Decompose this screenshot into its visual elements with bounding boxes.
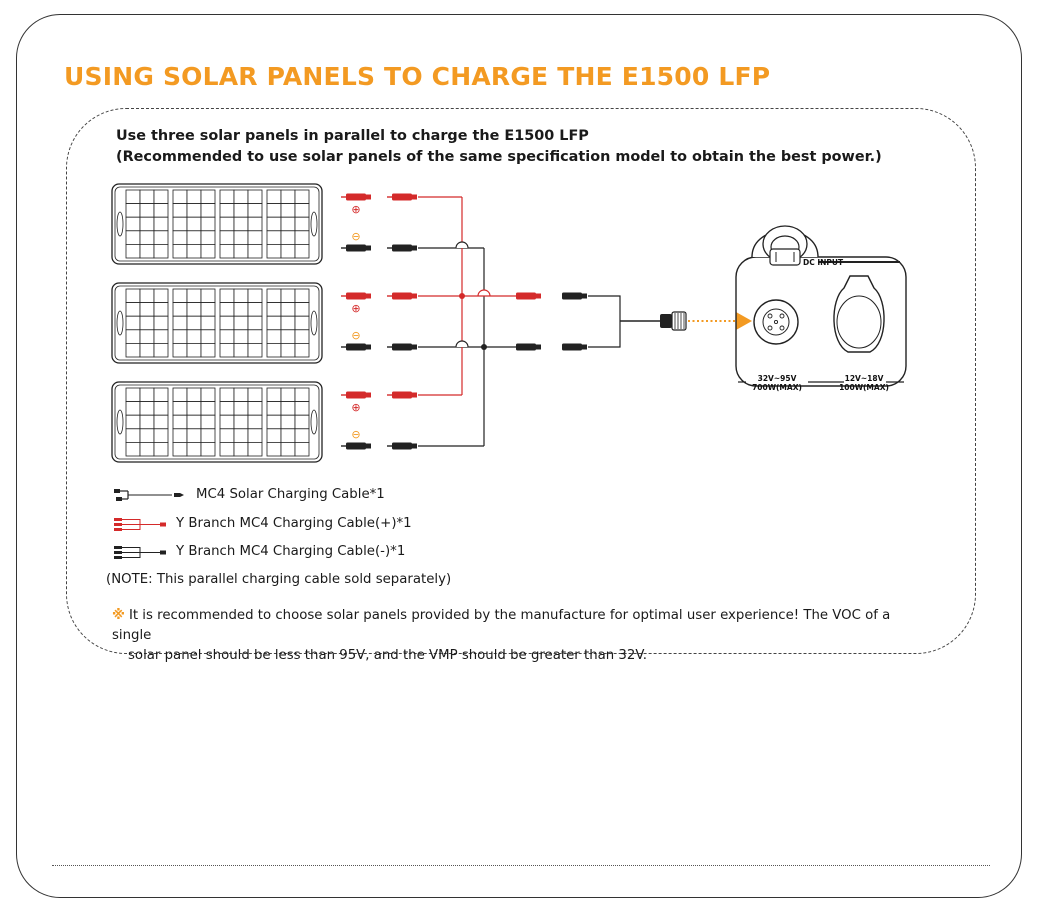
cable-3-positive-connector xyxy=(387,391,417,399)
bottom-divider xyxy=(52,865,990,866)
plus-symbol-icon: ⊕ xyxy=(351,401,360,414)
y-branch-positive-icon xyxy=(114,517,166,531)
warning-mark-icon: ※ xyxy=(112,608,125,623)
anderson-round-port-icon xyxy=(753,299,799,345)
plus-symbol-icon: ⊕ xyxy=(351,203,360,216)
car-port-cap-icon xyxy=(833,275,885,353)
minus-symbol-icon: ⊖ xyxy=(351,230,360,243)
note-text: (NOTE: This parallel charging cable sold… xyxy=(106,572,452,587)
minus-symbol-icon: ⊖ xyxy=(351,428,360,441)
cable-2-negative-connector xyxy=(387,343,417,351)
mc4-cable-icon xyxy=(114,489,184,501)
intro-line-2: (Recommended to use solar panels of the … xyxy=(116,149,882,165)
wiring: ⊕ ⊖ ⊕ ⊖ ⊕ ⊖ xyxy=(341,193,752,450)
dc-input-label: DC INPUT xyxy=(803,258,844,267)
cable-3-negative-connector xyxy=(387,442,417,450)
panel-1-positive-connector xyxy=(341,193,371,201)
intro-text: Use three solar panels in parallel to ch… xyxy=(116,126,882,168)
round-plug-icon xyxy=(660,311,687,331)
warning-line-2: solar panel should be less than 95V, and… xyxy=(128,648,647,663)
panel-3-positive-connector xyxy=(341,391,371,399)
solar-panels xyxy=(111,183,323,463)
diagram-panel-box xyxy=(66,108,976,654)
warning-text: ※It is recommended to choose solar panel… xyxy=(112,606,922,666)
mc4-cable-negative-connector xyxy=(562,343,587,351)
power-station-device: DC INPUT 32V~95V 700W(MAX) 12V~18V 100W(… xyxy=(735,225,907,392)
legend-label-mc4: MC4 Solar Charging Cable*1 xyxy=(196,487,385,502)
legend-label-y-positive: Y Branch MC4 Charging Cable(+)*1 xyxy=(176,515,412,531)
crossover-bump xyxy=(477,289,491,297)
crossover-bump xyxy=(455,340,469,348)
port2-voltage: 12V~18V xyxy=(845,374,884,383)
minus-symbol-icon: ⊖ xyxy=(351,329,360,342)
crossover-bump xyxy=(455,241,469,249)
solar-panel-1 xyxy=(111,183,323,265)
y-branch-negative-icon xyxy=(114,546,166,559)
solar-panel-2 xyxy=(111,282,323,364)
warning-line-1: It is recommended to choose solar panels… xyxy=(112,608,891,643)
cable-2-positive-connector xyxy=(387,292,417,300)
panel-1-negative-connector xyxy=(341,244,371,252)
cable-1-negative-connector xyxy=(387,244,417,252)
arrow-head-icon xyxy=(736,312,752,330)
port1-power: 700W(MAX) xyxy=(752,383,802,392)
dc-input-socket-icon xyxy=(751,225,900,266)
mc4-cable-body xyxy=(588,295,621,348)
page-title: USING SOLAR PANELS TO CHARGE THE E1500 L… xyxy=(64,62,771,91)
cable-1-positive-connector xyxy=(387,193,417,201)
legend-label-y-negative: Y Branch MC4 Charging Cable(-)*1 xyxy=(176,544,406,559)
port1-voltage: 32V~95V xyxy=(758,374,797,383)
port2-power: 100W(MAX) xyxy=(839,383,889,392)
panel-2-positive-connector xyxy=(341,292,371,300)
intro-line-1: Use three solar panels in parallel to ch… xyxy=(116,128,589,144)
mc4-cable-positive-connector xyxy=(562,292,587,300)
plus-symbol-icon: ⊕ xyxy=(351,302,360,315)
y-branch-positive-output-connector xyxy=(516,292,541,300)
page-frame xyxy=(16,14,1022,898)
solar-panel-3 xyxy=(111,381,323,463)
panel-3-negative-connector xyxy=(341,442,371,450)
panel-2-negative-connector xyxy=(341,343,371,351)
y-branch-negative-output-connector xyxy=(516,343,541,351)
